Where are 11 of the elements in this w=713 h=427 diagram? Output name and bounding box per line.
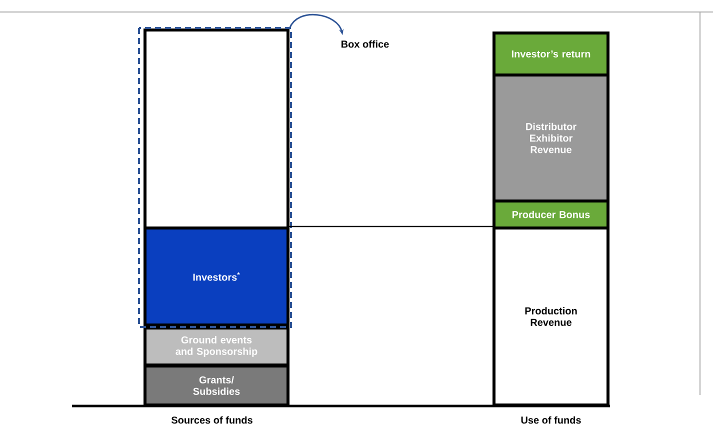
axis-label: Use of funds — [521, 416, 581, 424]
use-bar: Producer Bonus — [492, 200, 610, 230]
use-bar: Investor’s return — [492, 32, 610, 76]
axis-label: Sources of funds — [171, 416, 252, 424]
box-office-label: Box office — [342, 40, 389, 48]
funding-bar: Ground events and Sponsorship — [144, 326, 290, 366]
funding-bar: Grants/ Subsidies — [144, 364, 290, 406]
connector-line — [290, 226, 492, 228]
funding-bar: Investors$^{*}$ — [144, 226, 290, 326]
use-bar: Production Revenue — [492, 226, 610, 406]
use-bar: Distributor Exhibitor Revenue — [492, 74, 610, 202]
